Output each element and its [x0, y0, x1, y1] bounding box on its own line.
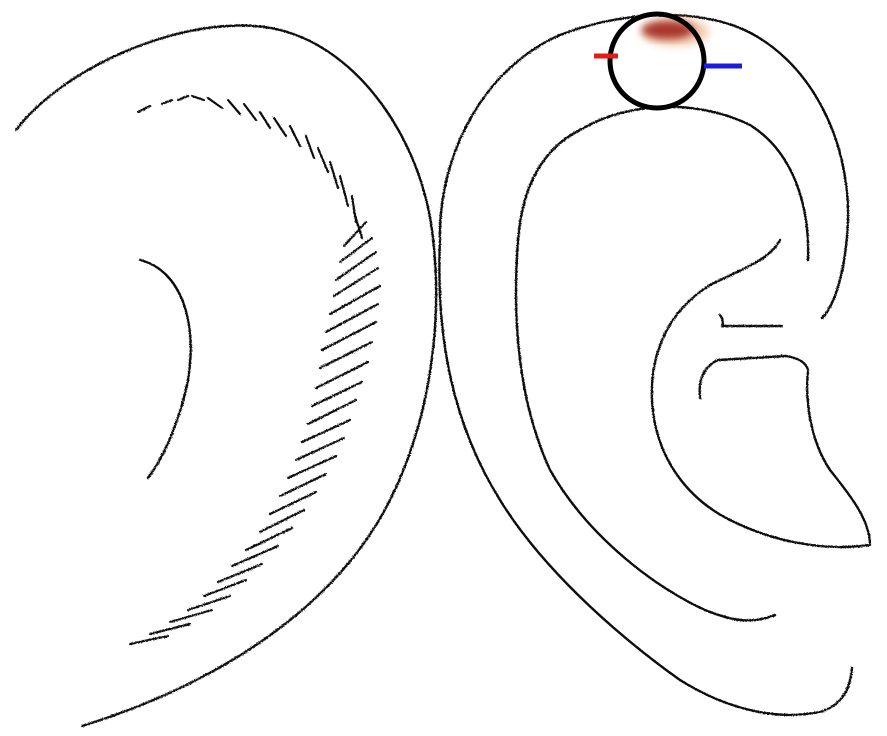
- hatch-stroke: [318, 148, 328, 172]
- hatch-stroke: [306, 136, 314, 158]
- hatch-stroke: [322, 322, 376, 350]
- hatch-stroke: [138, 106, 150, 112]
- hatch-stroke: [280, 474, 326, 496]
- right-ear-helix-inner: [516, 107, 808, 621]
- hatch-stroke: [274, 118, 286, 136]
- left-ear-back-view: [16, 26, 436, 726]
- hatch-stroke: [204, 580, 246, 596]
- hatch-stroke: [326, 304, 378, 332]
- hatch-stroke: [336, 252, 376, 280]
- left-ear-outer-outline: [16, 26, 436, 726]
- right-ear-outer-helix: [440, 15, 848, 318]
- hatch-stroke: [208, 98, 222, 108]
- hatch-stroke: [162, 100, 172, 104]
- right-ear-front-view: [439, 15, 870, 715]
- left-ear-hatching: [130, 96, 380, 644]
- left-ear-inner-curve: [140, 260, 191, 478]
- hatch-stroke: [330, 162, 338, 188]
- hatch-stroke: [178, 96, 188, 100]
- hatch-stroke: [150, 624, 190, 634]
- hatch-stroke: [260, 510, 304, 532]
- hatch-stroke: [232, 546, 278, 566]
- hatch-stroke: [340, 176, 348, 206]
- right-ear-outer-lower: [439, 240, 852, 715]
- hatch-stroke: [218, 564, 262, 582]
- right-ear-crus-upper: [720, 315, 782, 326]
- hatch-stroke: [246, 528, 292, 550]
- hatch-stroke: [290, 126, 300, 146]
- hatch-stroke: [244, 104, 256, 120]
- hatch-stroke: [260, 112, 270, 128]
- right-ear-crus-lower: [700, 356, 786, 398]
- hatch-stroke: [330, 286, 380, 314]
- hatch-stroke: [188, 596, 230, 610]
- hatch-stroke: [192, 96, 204, 100]
- hatch-stroke: [130, 636, 168, 644]
- right-ear-concha-edge: [786, 356, 808, 370]
- hatch-stroke: [228, 100, 240, 114]
- hatch-stroke: [170, 610, 212, 622]
- hatch-stroke: [270, 492, 316, 514]
- hatch-stroke: [344, 222, 366, 246]
